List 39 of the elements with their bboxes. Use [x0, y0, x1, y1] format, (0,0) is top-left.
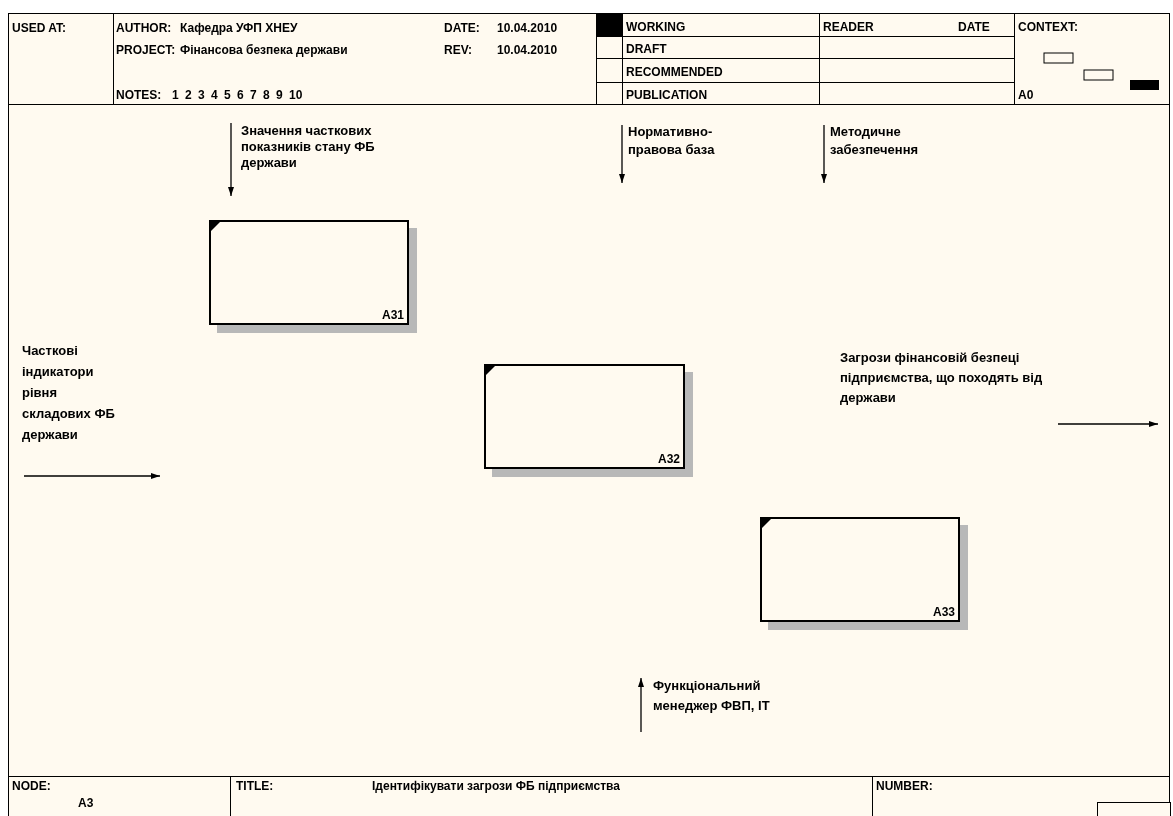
form-label: PUBLICATION [626, 87, 708, 104]
box-number: A32 [658, 452, 680, 466]
form-label: USED AT: [12, 20, 66, 37]
form-label: PROJECT: [116, 42, 176, 59]
arrow-label: Часткові індикатори рівня складових ФБ держави [20, 340, 124, 476]
form-label: DATE [958, 19, 990, 36]
arrow-label: Загрози фінансовій безпеці підприємства, що походять від держави [840, 348, 1070, 424]
arrow-label: Функціональний менеджер ФВП, IT [641, 676, 811, 716]
box-number: A31 [382, 308, 404, 322]
form-label: READER [823, 19, 874, 36]
form-label: DRAFT [626, 41, 667, 58]
form-label: A0 [1018, 87, 1034, 104]
form-label: RECOMMENDED [626, 64, 723, 81]
form-label: NODE: [12, 778, 51, 795]
form-label: NUMBER: [876, 778, 933, 795]
form-label: Кафедра УФП ХНЕУ [180, 20, 298, 37]
form-label: WORKING [626, 19, 686, 36]
box-number: A33 [933, 605, 955, 619]
arrow [821, 124, 827, 184]
arrow-label: Значення часткових показників стану ФБ держави [231, 123, 431, 171]
arrow [619, 124, 625, 184]
form-label: DATE: [444, 20, 480, 37]
form-label: Ідентифікувати загрози ФБ підприємства [372, 778, 620, 795]
form-label: NOTES: [116, 87, 162, 104]
form-label: TITLE: [236, 778, 274, 795]
arrow [228, 122, 234, 197]
form-label: 1 2 3 4 5 6 7 8 9 10 [172, 87, 303, 104]
form-label: Фінансова безпека держави [180, 42, 349, 59]
form-label: AUTHOR: [116, 20, 172, 37]
arrow-label: Методичне забезпечення [824, 123, 964, 159]
arrow [1057, 421, 1159, 427]
arrow [23, 473, 161, 479]
arrow-label: Нормативно-правова база [622, 123, 752, 159]
form-label: REV: [444, 42, 472, 59]
form-label: 10.04.2010 [497, 42, 558, 59]
form-label: A3 [78, 795, 94, 812]
form-label: 10.04.2010 [497, 20, 558, 37]
arrow [638, 677, 644, 733]
form-label: CONTEXT: [1018, 19, 1078, 36]
